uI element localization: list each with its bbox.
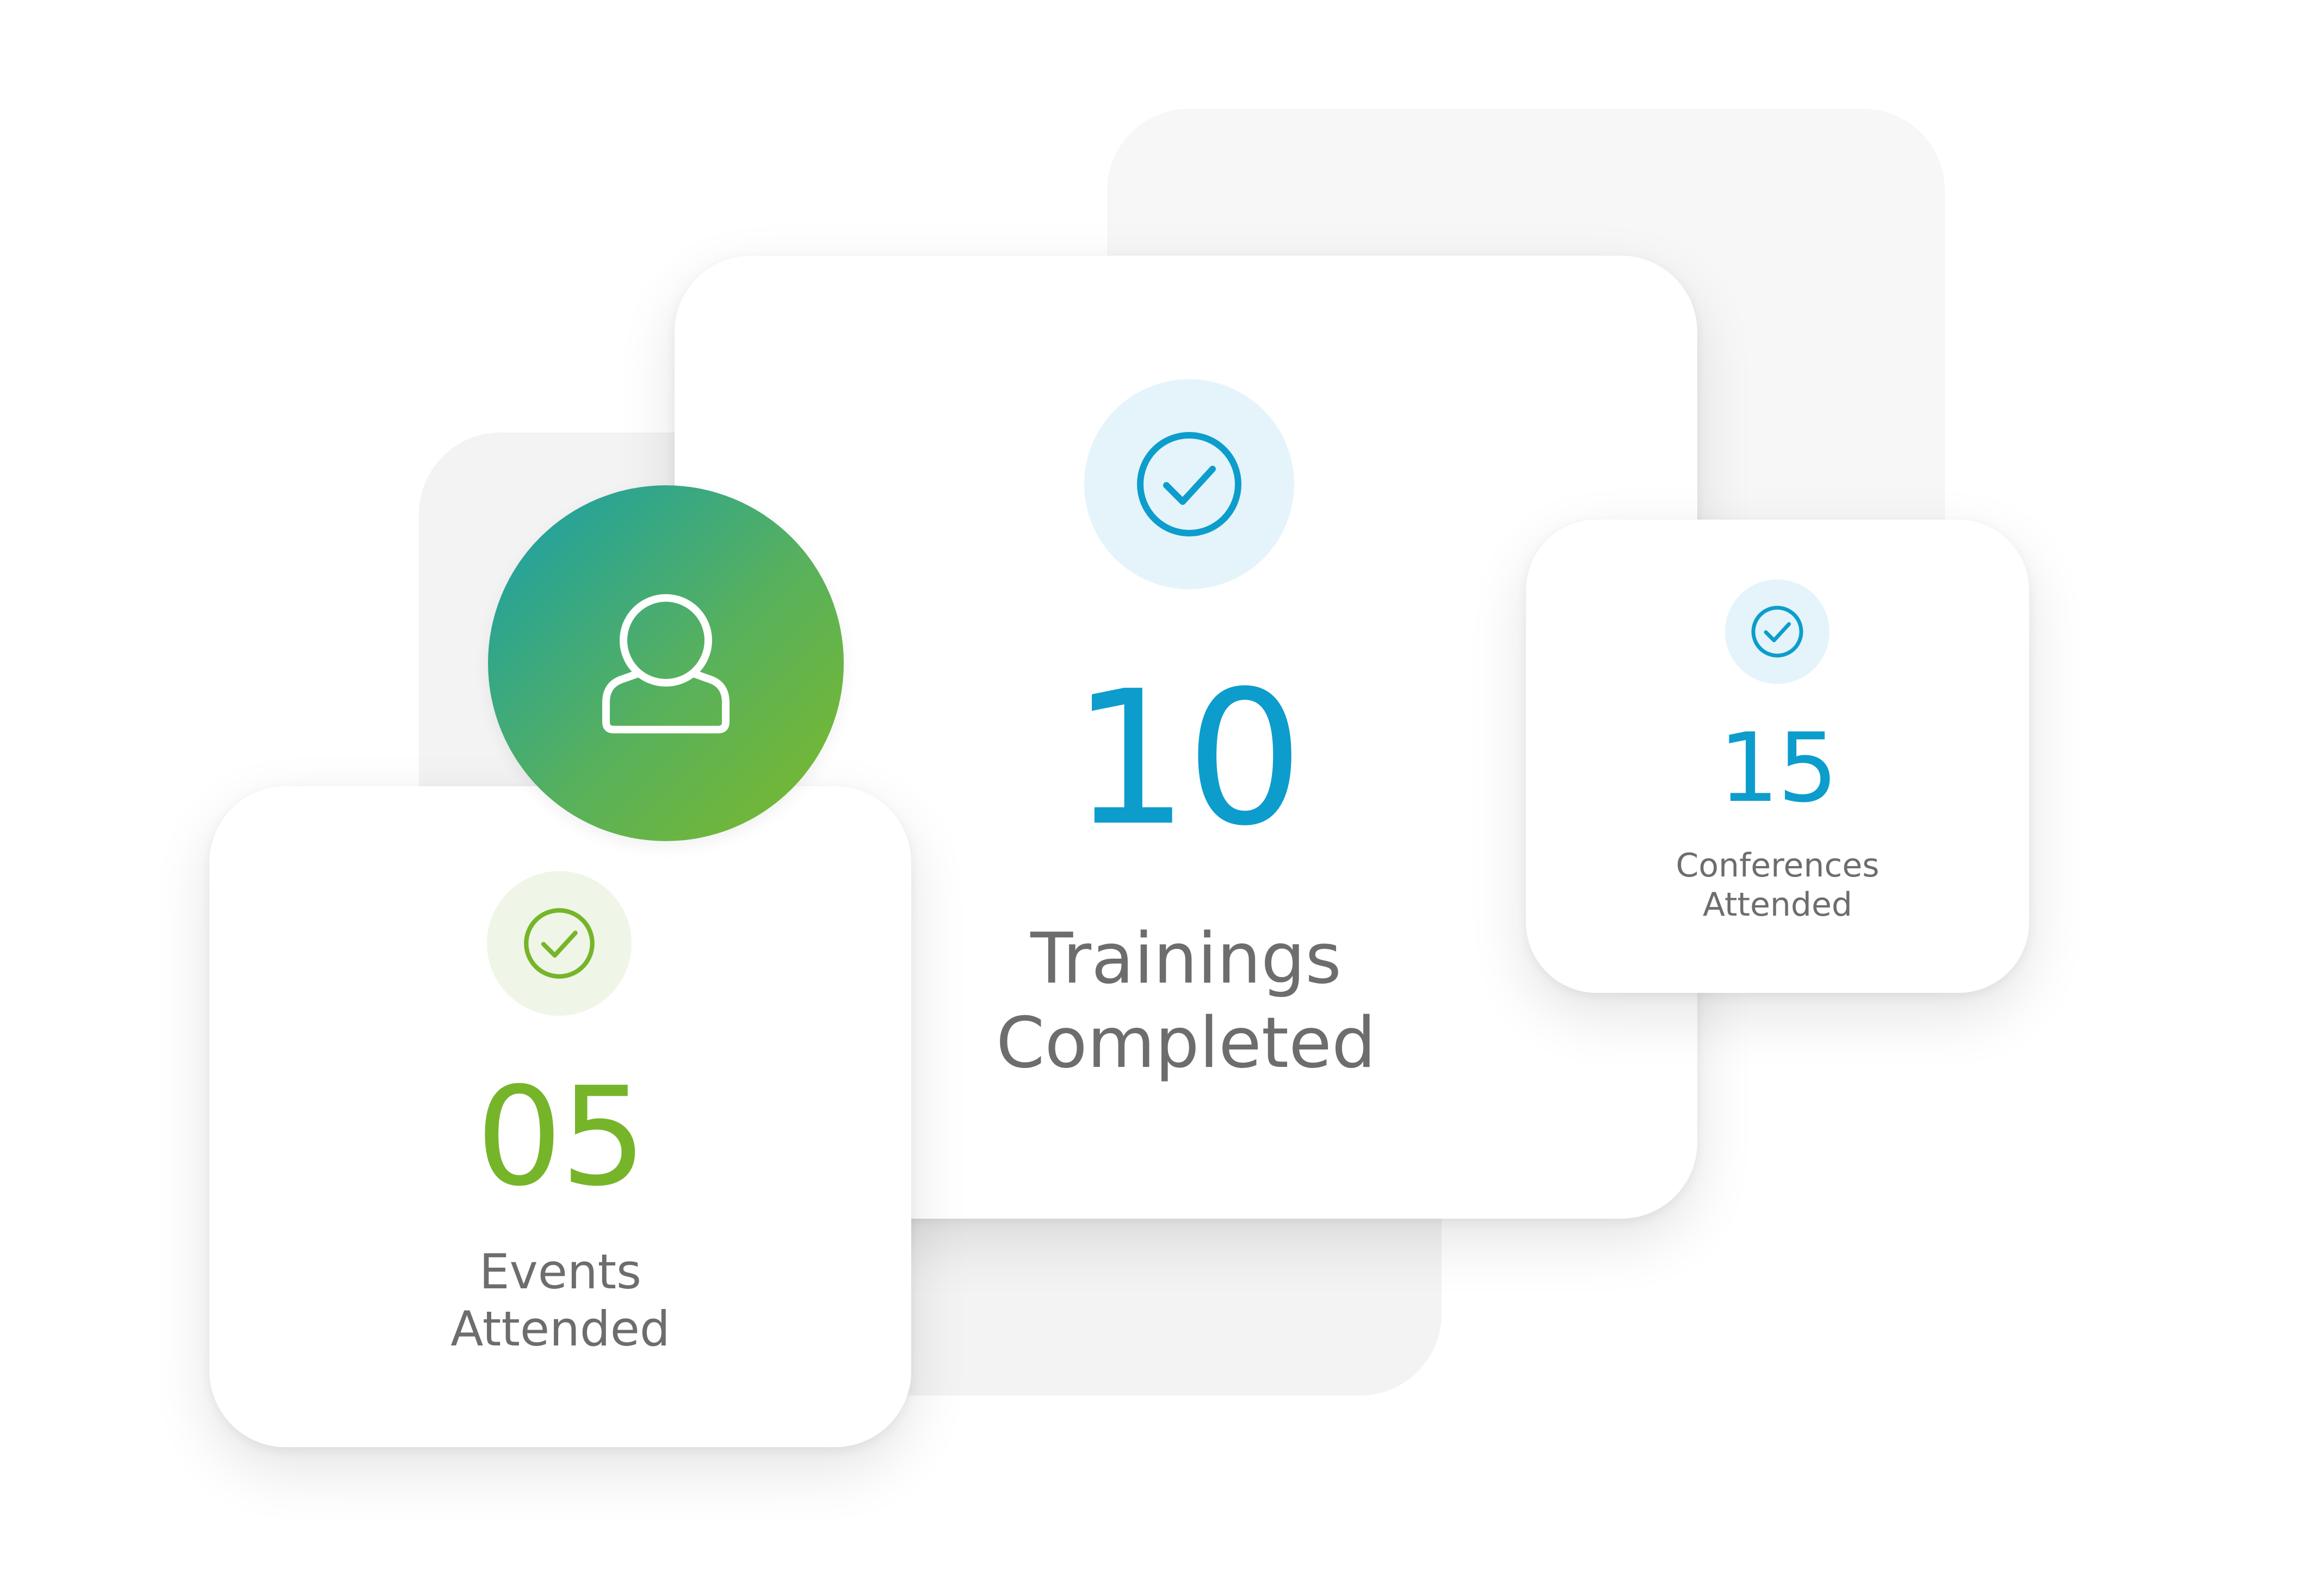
events-check-badge: [487, 871, 632, 1016]
trainings-label-line1: Trainings: [1030, 918, 1342, 999]
trainings-label: Trainings Completed: [675, 917, 1697, 1085]
conferences-check-badge: [1725, 579, 1829, 684]
trainings-label-line2: Completed: [996, 1003, 1376, 1084]
conferences-label: Conferences Attended: [1526, 846, 2029, 924]
trainings-count: 10: [1071, 651, 1304, 867]
conferences-attended-card: 15 Conferences Attended: [1526, 520, 2029, 993]
events-label-line2: Attended: [450, 1301, 670, 1357]
trainings-check-badge: [1084, 379, 1294, 589]
conferences-label-line2: Attended: [1702, 886, 1853, 924]
events-attended-card: 05 Events Attended: [209, 786, 911, 1447]
avatar: [488, 485, 844, 841]
check-circle-icon: [524, 908, 595, 979]
events-count: 05: [475, 1058, 647, 1216]
conferences-count: 15: [1719, 713, 1838, 824]
check-circle-icon: [1137, 432, 1241, 536]
conferences-label-line1: Conferences: [1676, 847, 1880, 885]
user-icon: [602, 594, 730, 733]
events-label-line1: Events: [479, 1244, 641, 1300]
events-label: Events Attended: [209, 1243, 911, 1357]
check-circle-icon: [1751, 606, 1803, 658]
